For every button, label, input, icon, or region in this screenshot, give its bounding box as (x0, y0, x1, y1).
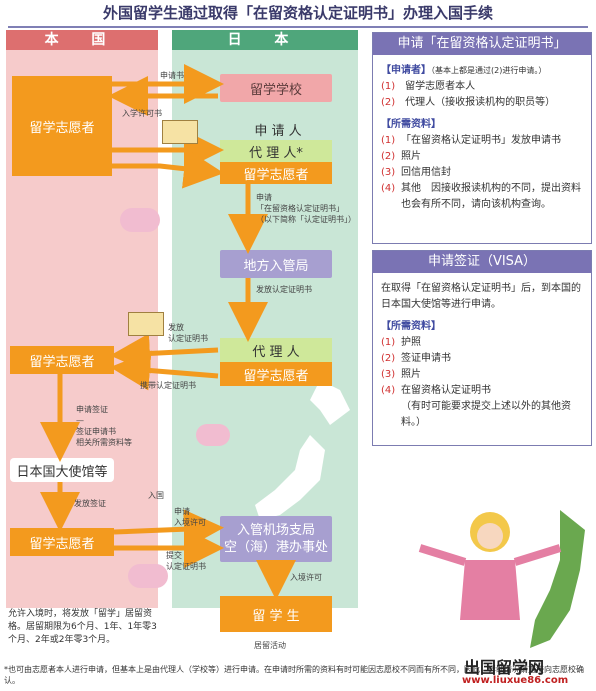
doc-item: 照片 (401, 151, 421, 162)
visa-docs-note: （有时可能要求提交上述以外的其他资料。） (401, 401, 571, 428)
agent2-box: 代 理 人 (220, 338, 332, 362)
visa-application-panel: 申请签证（VISA） 在取得「在留资格认定证明书」后，到本国的日本国大使馆等进行… (372, 250, 592, 446)
label-apply-form: 申请书 (160, 71, 184, 80)
applicant-section-note: （基本上都是通过(2)进行申请。） (431, 66, 547, 75)
page-title: 外国留学生通过取得「在留资格认定证明书」办理入国手续 (102, 4, 493, 22)
agent-box: 代 理 人* (220, 140, 332, 162)
applicant-num: (1) (381, 81, 396, 92)
doc-num: (1) (381, 135, 396, 146)
visa-doc-item: 在留资格认定证明书 (401, 385, 491, 396)
cert-panel-header: 申请「在留资格认定证明书」 (373, 33, 591, 55)
doc-item: 其他 因接收报读机构的不同，提出资料也会有所不同，请向该机构查询。 (401, 183, 581, 210)
japan-column-header: 日 本 (172, 30, 358, 50)
visa-doc-num: (4) (381, 385, 396, 396)
watermark-url: www.liuxue86.com (462, 675, 569, 686)
title-underline (8, 26, 588, 28)
visa-docs-title: 【所需资料】 (381, 321, 441, 332)
visa-doc-num: (2) (381, 353, 396, 364)
envelope-icon (128, 312, 164, 336)
home-column-header: 本 国 (6, 30, 158, 50)
applicant-num: (2) (381, 97, 396, 108)
applicant-home-box: 留学志愿者 (12, 76, 112, 176)
watermark-cn: 出国留学网 (464, 658, 545, 677)
applicant-label: 申 请 人 (254, 124, 302, 139)
applicant-home2-box: 留学志愿者 (10, 346, 114, 374)
docs-section-title: 【所需资料】 (381, 119, 441, 130)
visa-doc-item: 照片 (401, 369, 421, 380)
label-issue-cert: 发放认定证明书 (256, 285, 312, 294)
doc-item: 「在留资格认定证明书」发放申请书 (401, 135, 561, 146)
doc-item: 回信用信封 (401, 167, 451, 178)
embassy-box: 日本国大使馆等 (10, 458, 114, 482)
label-carry-cert: 携带认定证明书 (140, 381, 196, 390)
applicant-jp-box: 留学志愿者 (220, 162, 332, 184)
immigration-bureau-box: 地方入管局 (220, 250, 332, 278)
label-entry-permit: 入境许可 (290, 573, 322, 582)
applicant-item: 代理人（接收报读机构的职员等） (405, 97, 556, 108)
doc-num: (3) (381, 167, 396, 178)
doc-num: (2) (381, 151, 396, 162)
label-issue-cert2: 发放 认定证明书 (168, 323, 208, 343)
label-admission-permit: 入学许可书 (122, 109, 162, 118)
envelope-icon (162, 120, 198, 144)
visa-doc-num: (3) (381, 369, 396, 380)
residence-note: 允许入境时，将发放「留学」居留资格。居留期限为6个月、1年、1年零3个月、2年或… (8, 609, 157, 645)
cert-application-panel: 申请「在留资格认定证明书」 【申请者】（基本上都是通过(2)进行申请。） (1)… (372, 32, 592, 244)
airplane-icon (196, 424, 230, 446)
visa-intro: 在取得「在留资格认定证明书」后，到本国的日本国大使馆等进行申请。 (381, 283, 581, 310)
doc-num: (4) (381, 183, 396, 194)
applicant-item: 留学志愿者本人 (405, 81, 476, 92)
label-apply-cert: 申请 「在留资格认定证明书」 （以下简称「认定证明书」） (256, 193, 356, 224)
student-illustration (418, 510, 585, 648)
school-box: 留学学校 (220, 74, 332, 102)
label-issue-visa: 发放签证 (74, 499, 106, 508)
visa-doc-num: (1) (381, 337, 396, 348)
visa-doc-item: 护照 (401, 337, 421, 348)
visa-panel-header: 申请签证（VISA） (373, 251, 591, 273)
applicant-jp2-box: 留学志愿者 (220, 362, 332, 386)
label-residence-activity: 居留活动 (254, 641, 286, 650)
label-apply-entry: 申请 入境许可 (174, 507, 206, 527)
airport-office-box: 入管机场支局 空（海）港办事处 (220, 516, 332, 562)
applicant-section-title: 【申请者】 (381, 65, 431, 76)
applicant-home3-box: 留学志愿者 (10, 528, 114, 556)
student-box: 留 学 生 (220, 596, 332, 632)
label-submit-cert: 提交 认定证明书 (166, 551, 206, 571)
visa-doc-item: 签证申请书 (401, 353, 451, 364)
footnote: *也可由志愿者本人进行申请，但基本上是由代理人（学校等）进行申请。在申请时所需的… (4, 665, 584, 685)
label-apply-visa: 申请签证 — 签证申请书 相关所需资料等 (76, 405, 132, 447)
airplane-icon (128, 564, 168, 588)
airplane-icon (120, 208, 160, 232)
label-entry: 入国 (148, 491, 164, 500)
